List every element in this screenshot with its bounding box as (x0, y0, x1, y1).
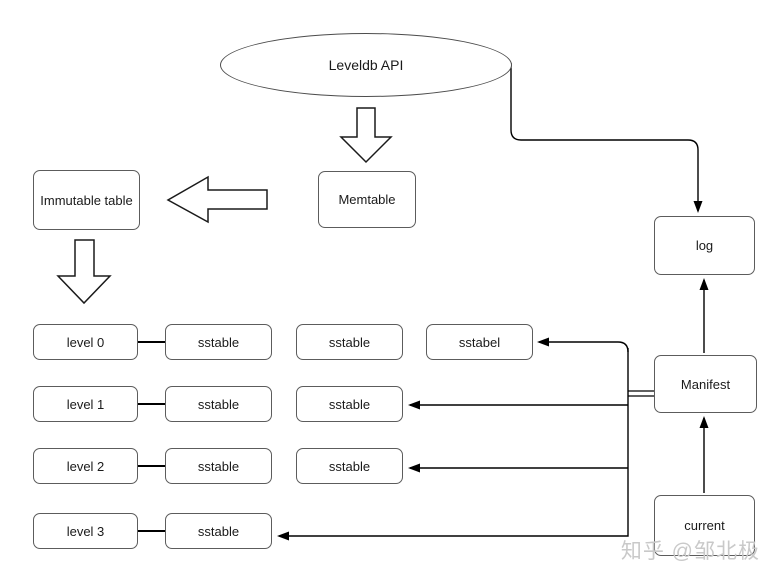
sstable-label: sstable (328, 458, 371, 474)
memtable-label: Memtable (338, 192, 396, 207)
zhihu-watermark: 知乎 @邹北极 (620, 540, 760, 563)
level-1-sstable-node: sstable (165, 386, 272, 422)
memtable-to-immutable-block-arrow (166, 175, 268, 224)
sstable-label: sstable (197, 458, 240, 474)
level-0-label: level 0 (66, 334, 105, 350)
sstable-label: sstable (197, 334, 240, 350)
level-3-sstable-node: sstable (165, 513, 272, 549)
level-1-sstable-node-2: sstable (296, 386, 403, 422)
log-label: log (695, 238, 714, 253)
manifest-node: Manifest (654, 355, 757, 413)
immutable-to-levels-block-arrow (56, 239, 112, 305)
level-2-sstable-node-2: sstable (296, 448, 403, 484)
memtable-node: Memtable (318, 171, 416, 228)
level-3-node: level 3 (33, 513, 138, 549)
sstabel-label: sstabel (458, 334, 501, 350)
leveldb-api-node: Leveldb API (220, 33, 512, 97)
trunk-to-level3-sstable-arrow (277, 348, 629, 541)
level-2-node: level 2 (33, 448, 138, 484)
level-0-sstabel-node: sstabel (426, 324, 533, 360)
api-to-memtable-block-arrow (339, 107, 393, 164)
sstable-label: sstable (197, 396, 240, 412)
current-node: current (654, 495, 755, 556)
trunk-to-sstabel-arrow (537, 337, 629, 353)
current-label: current (684, 518, 725, 533)
api-to-log-arrow (510, 63, 703, 213)
level-0-node: level 0 (33, 324, 138, 360)
level-2-sstable-node: sstable (165, 448, 272, 484)
immutable-table-node: Immutable table (33, 170, 140, 230)
level-2-label: level 2 (66, 458, 105, 474)
sstable-label: sstable (328, 396, 371, 412)
level-0-sstable-node: sstable (165, 324, 272, 360)
level-3-label: level 3 (66, 523, 105, 539)
level-1-node: level 1 (33, 386, 138, 422)
immutable-table-label: Immutable table (40, 192, 133, 208)
log-node: log (654, 216, 755, 275)
level-1-label: level 1 (66, 396, 105, 412)
level-0-sstable-node-2: sstable (296, 324, 403, 360)
sstable-label: sstable (197, 523, 240, 539)
sstable-label: sstable (328, 334, 371, 350)
leveldb-api-label: Leveldb API (328, 57, 404, 73)
manifest-label: Manifest (680, 376, 731, 392)
